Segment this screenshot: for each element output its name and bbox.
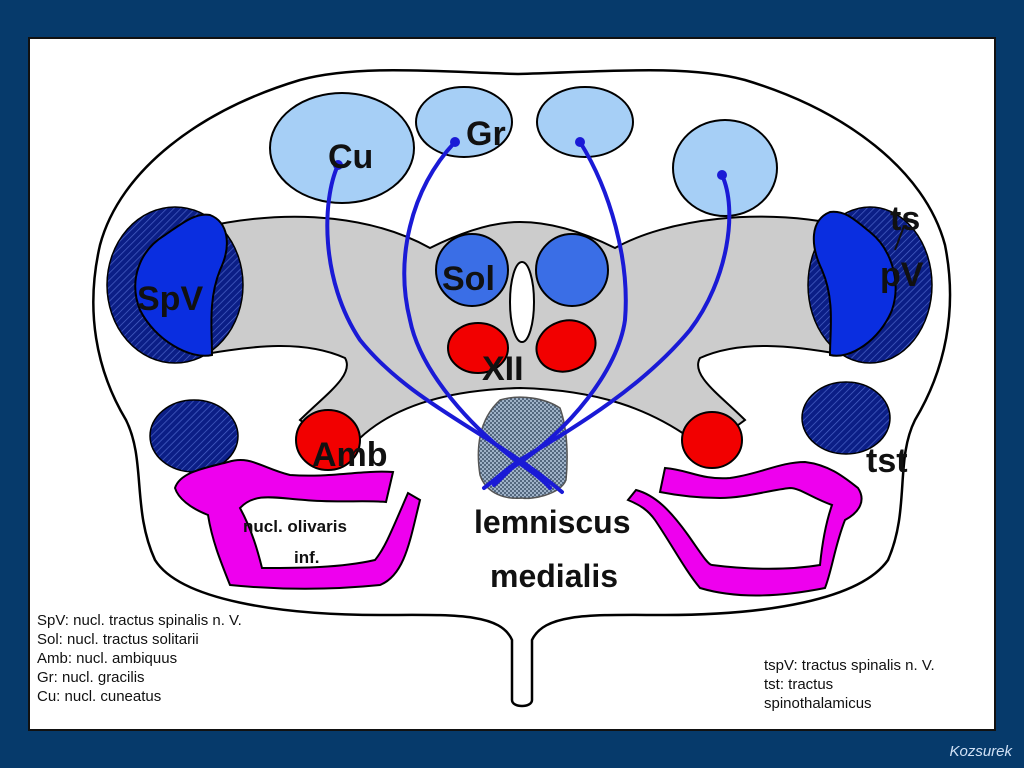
solitary-nucleus-right <box>535 233 609 307</box>
fiber-gracile-right <box>492 140 628 487</box>
fiber-origin-cu-left <box>333 160 343 170</box>
legend-left-item: Gr: nucl. gracilis <box>37 669 145 686</box>
hypoglossal-nucleus-right <box>535 319 597 373</box>
label-tst: tst <box>866 442 908 480</box>
label-lemniscus-line1: lemniscus <box>474 504 631 540</box>
spinal-trigeminal-nucleus-right <box>812 210 897 357</box>
fiber-gracile-left <box>402 140 552 490</box>
solitary-nucleus-left <box>435 233 509 307</box>
spinal-trigeminal-nucleus-left <box>134 213 228 357</box>
legend-right-item: spinothalamicus <box>764 695 872 712</box>
hypoglossal-nucleus-left <box>447 322 509 374</box>
legend-left-item: Amb: nucl. ambiquus <box>37 650 178 667</box>
legend-left-item: SpV: nucl. tractus spinalis n. V. <box>37 612 242 629</box>
label-spv: SpV <box>137 280 204 318</box>
tspv-pointer <box>894 225 905 251</box>
legend-right: tspV: tractus spinalis n. V. tst: tractu… <box>764 656 935 713</box>
fiber-origin-gr-right <box>575 137 585 147</box>
legend-left-item: Sol: nucl. tractus solitarii <box>37 631 199 648</box>
gracile-nucleus-left <box>415 86 513 158</box>
label-tspv-top: ts <box>890 200 921 238</box>
fiber-origin-cu-right <box>717 170 727 180</box>
gracile-nucleus-right <box>536 86 634 158</box>
label-amb: Amb <box>312 436 388 474</box>
label-lemniscus-line2: medialis <box>490 558 619 594</box>
author-credit: Kozsurek <box>949 743 1012 760</box>
label-gr: Gr <box>466 115 506 153</box>
label-xii: XII <box>482 350 524 388</box>
internal-arcuate-fibers <box>325 140 732 494</box>
inferior-olive-right <box>626 460 863 597</box>
inferior-olive-left <box>173 459 422 590</box>
spinothalamic-tract-left <box>149 399 239 473</box>
label-tspv-bottom: pV <box>880 256 924 294</box>
legend-left: SpV: nucl. tractus spinalis n. V. Sol: n… <box>37 611 242 706</box>
fiber-cuneate-right <box>482 173 732 490</box>
label-olive-line1: nucl. olivaris <box>243 517 347 536</box>
legend-right-item: tst: tractus <box>764 676 834 693</box>
label-sol: Sol <box>442 260 495 298</box>
cuneate-nucleus-right <box>672 119 778 217</box>
legend-right-item: tspV: tractus spinalis n. V. <box>764 657 935 674</box>
legend-left-item: Cu: nucl. cuneatus <box>37 688 162 705</box>
nucleus-ambiguus-left <box>295 409 361 471</box>
nucleus-ambiguus-right <box>681 411 743 469</box>
spinothalamic-tract-right <box>801 381 891 455</box>
cuneate-nucleus-left <box>269 92 415 204</box>
label-cu: Cu <box>328 138 374 176</box>
label-olive-line2: inf. <box>294 548 320 567</box>
fiber-cuneate-left <box>325 163 564 494</box>
central-canal <box>509 261 535 343</box>
fiber-origin-gr-left <box>450 137 460 147</box>
